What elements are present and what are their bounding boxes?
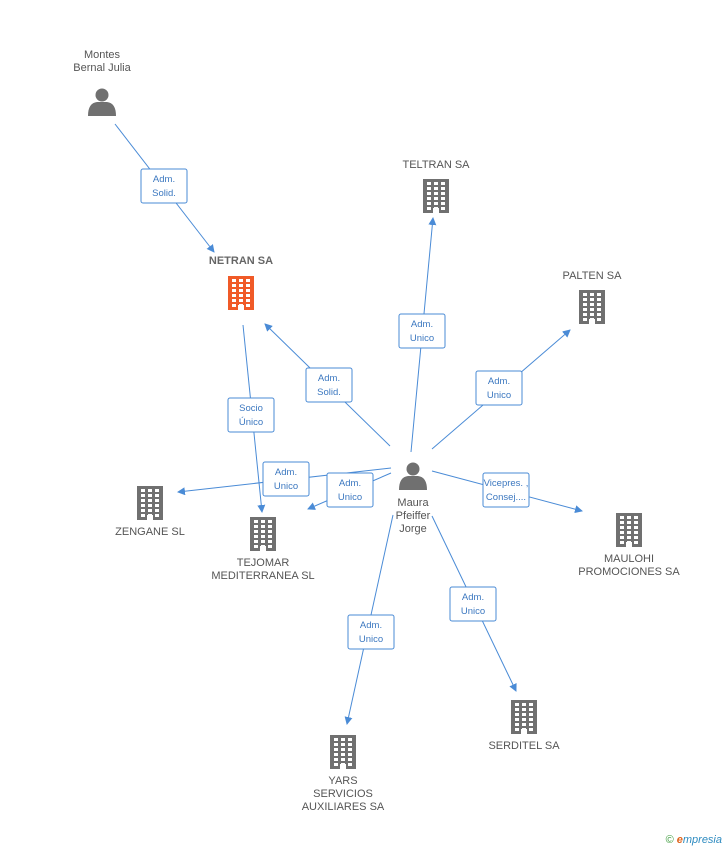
- brand-footer: © empresia: [666, 834, 722, 846]
- node-netran[interactable]: NETRAN SA: [209, 255, 273, 310]
- building-icon: [511, 700, 537, 734]
- node-label: MAULOHI: [604, 553, 654, 565]
- edge-label-box[interactable]: [398, 313, 446, 349]
- edge-label-box[interactable]: [347, 614, 395, 650]
- edge-label-line: Consej....: [486, 492, 526, 503]
- node-label: TEJOMAR: [237, 557, 290, 569]
- node-label: Pfeiffer: [396, 510, 431, 522]
- person-icon: [399, 462, 427, 490]
- edge-label-line: Adm.: [488, 376, 510, 387]
- edge-label-maura-tejomar[interactable]: Adm. Unico: [326, 472, 374, 508]
- node-label: SERVICIOS: [313, 788, 373, 800]
- edge-label-line: Único: [239, 417, 263, 428]
- edge-label-maura-teltran[interactable]: Adm. Unico: [398, 313, 446, 349]
- edge-label-box[interactable]: [140, 168, 188, 204]
- node-label: MEDITERRANEA SL: [211, 570, 314, 582]
- copyright-symbol: ©: [665, 834, 674, 846]
- edge-label-box[interactable]: [482, 472, 530, 508]
- edge-label-line: Adm.: [318, 373, 340, 384]
- node-zengane[interactable]: ZENGANE SL: [115, 486, 185, 538]
- edge-label-line: Adm.: [462, 592, 484, 603]
- node-label: Jorge: [399, 523, 427, 535]
- node-label: TELTRAN SA: [402, 159, 470, 171]
- building-icon: [250, 517, 276, 551]
- edge-label-line: Adm.: [339, 478, 361, 489]
- person-icon: [88, 88, 116, 116]
- edge-label-line: Solid.: [152, 188, 176, 199]
- edge-label-line: Adm.: [275, 467, 297, 478]
- node-label: ZENGANE SL: [115, 526, 185, 538]
- edge-label-box[interactable]: [326, 472, 374, 508]
- node-label: PALTEN SA: [563, 270, 623, 282]
- edge-label-montes-netran[interactable]: Adm. Solid.: [140, 168, 188, 204]
- building-icon: [579, 290, 605, 324]
- edge-label-maura-zengane[interactable]: Adm. Unico: [262, 461, 310, 497]
- building-icon: [330, 735, 356, 769]
- edge-label-line: Unico: [274, 481, 298, 492]
- edge-label-line: Unico: [359, 634, 383, 645]
- edge-label-line: Vicepres. ,: [484, 478, 529, 489]
- node-label: PROMOCIONES SA: [578, 566, 680, 578]
- node-label: SERDITEL SA: [488, 740, 560, 752]
- edge-label-box[interactable]: [475, 370, 523, 406]
- edge-label-line: Socio: [239, 403, 263, 414]
- edge-label-line: Adm.: [411, 319, 433, 330]
- edge-label-box[interactable]: [449, 586, 497, 622]
- edge-label-line: Unico: [410, 333, 434, 344]
- building-icon: [616, 513, 642, 547]
- edge-label-line: Unico: [461, 606, 485, 617]
- edge-label-line: Unico: [487, 390, 511, 401]
- edge-label-maura-palten[interactable]: Adm. Unico: [475, 370, 523, 406]
- node-label: Bernal Julia: [73, 62, 131, 74]
- brand-logo-initial: e: [676, 834, 683, 846]
- edge-label-line: Unico: [338, 492, 362, 503]
- node-palten[interactable]: PALTEN SA: [563, 270, 623, 324]
- edge-labels-layer: Adm.Solid.Adm.Solid.SocioÚnicoAdm.UnicoA…: [140, 168, 530, 650]
- edge-label-line: Solid.: [317, 387, 341, 398]
- brand-logo-text: mpresia: [682, 834, 722, 846]
- edge-label-maura-maulohi[interactable]: Vicepres. , Consej....: [482, 472, 530, 508]
- building-icon: [137, 486, 163, 520]
- building-icon: [423, 179, 449, 213]
- building-icon: [228, 276, 254, 310]
- edge-label-maura-netran[interactable]: Adm. Solid.: [305, 367, 353, 403]
- edge-label-box[interactable]: [262, 461, 310, 497]
- node-label: NETRAN SA: [209, 255, 273, 267]
- edge-label-box[interactable]: [305, 367, 353, 403]
- node-teltran[interactable]: TELTRAN SA: [402, 159, 470, 213]
- node-label: Maura: [397, 497, 429, 509]
- node-label: YARS: [328, 775, 357, 787]
- node-label: AUXILIARES SA: [302, 801, 385, 813]
- edge-label-maura-yars[interactable]: Adm. Unico: [347, 614, 395, 650]
- node-serditel[interactable]: SERDITEL SA: [488, 700, 560, 752]
- edge-label-maura-serditel[interactable]: Adm. Unico: [449, 586, 497, 622]
- edge-label-line: Adm.: [153, 174, 175, 185]
- edge-label-box[interactable]: [227, 397, 275, 433]
- edge-label-line: Adm.: [360, 620, 382, 631]
- node-label: Montes: [84, 49, 121, 61]
